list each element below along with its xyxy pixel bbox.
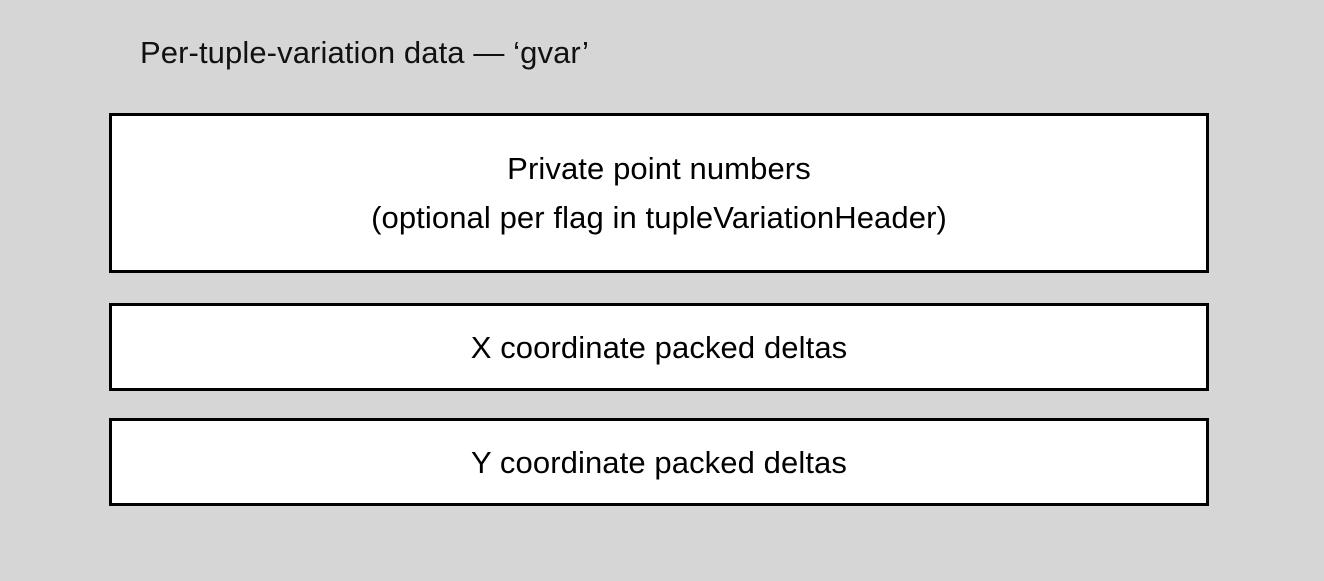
- struct-box-x-coordinate-packed-deltas: X coordinate packed deltas: [109, 303, 1209, 391]
- struct-box-y-coordinate-packed-deltas: Y coordinate packed deltas: [109, 418, 1209, 506]
- struct-box-label-private-point-numbers: Private point numbers: [507, 151, 811, 186]
- struct-box-label-y-coordinate-packed-deltas: Y coordinate packed deltas: [470, 444, 847, 480]
- struct-box-private-point-numbers: Private point numbers (optional per flag…: [109, 113, 1209, 273]
- diagram-title: Per-tuple-variation data — ‘gvar’: [140, 35, 589, 70]
- struct-box-label-x-coordinate-packed-deltas: X coordinate packed deltas: [470, 329, 848, 365]
- struct-box-sublabel-private-point-numbers: (optional per flag in tupleVariationHead…: [371, 200, 947, 235]
